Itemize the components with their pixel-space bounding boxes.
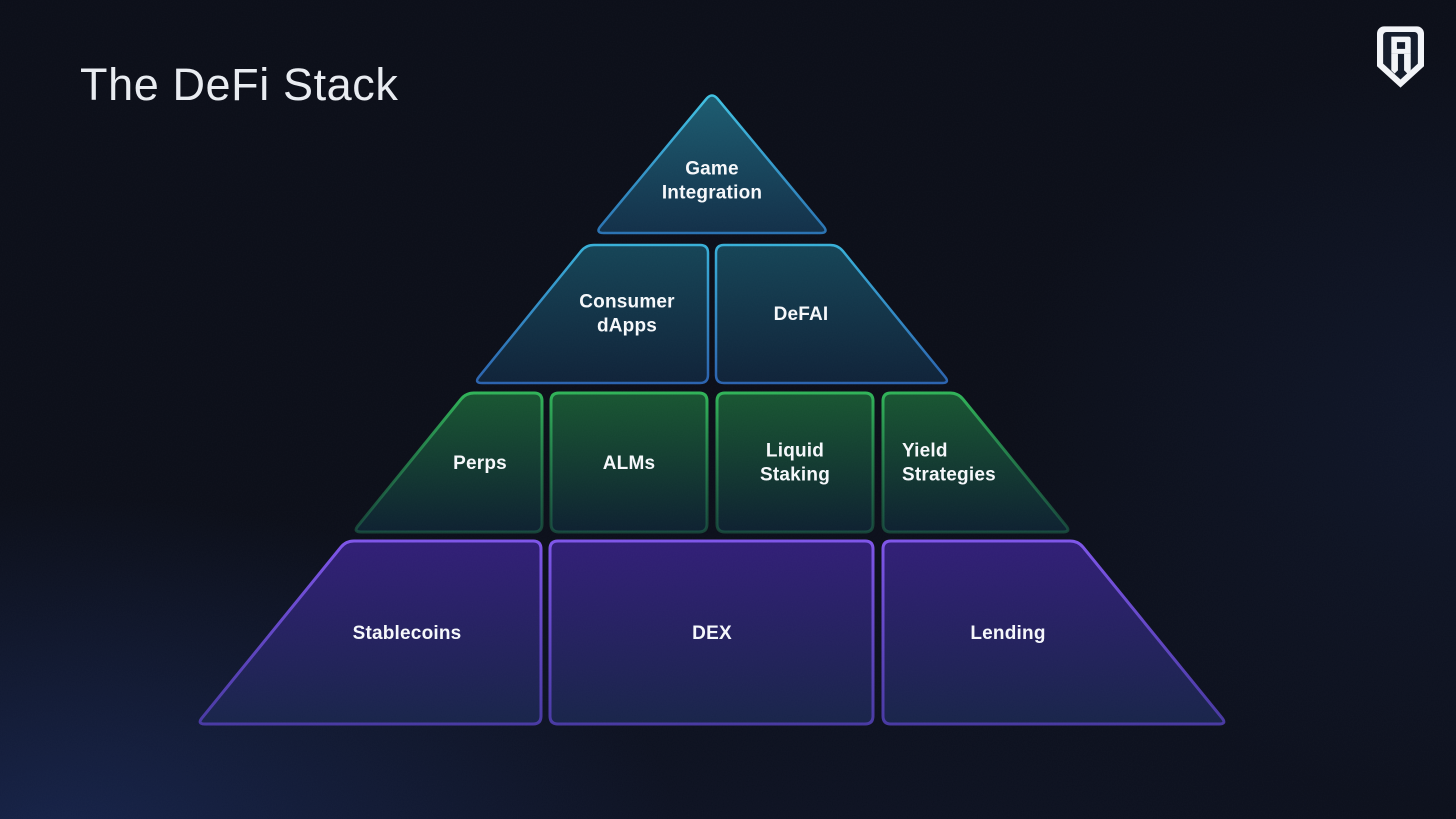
label-yield-strategies: Yield Strategies [902, 440, 996, 486]
label-alms: ALMs [602, 452, 656, 474]
label-lending: Lending [970, 622, 1046, 644]
label-dex: DEX [692, 622, 732, 644]
label-liquid-staking: Liquid Staking [759, 440, 831, 486]
label-consumer-dapps: Consumer dApps [579, 291, 675, 337]
label-perps: Perps [453, 452, 507, 474]
label-stablecoins: Stablecoins [352, 622, 462, 644]
label-defai: DeFAI [773, 303, 829, 325]
label-game-integration: Game Integration [661, 158, 763, 204]
